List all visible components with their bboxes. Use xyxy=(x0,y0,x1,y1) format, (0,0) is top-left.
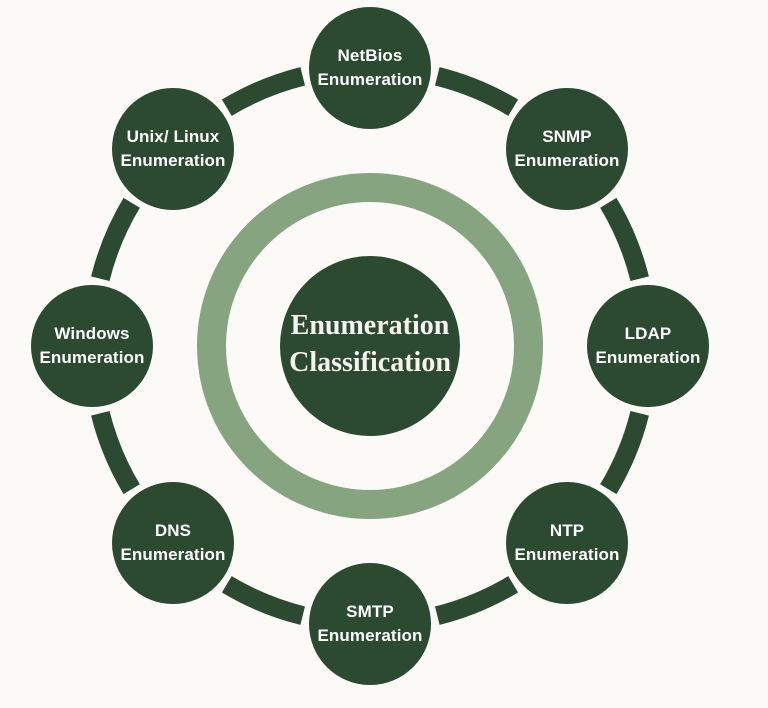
node-label: NTP Enumeration xyxy=(514,520,620,564)
node-ntp: NTP Enumeration xyxy=(506,482,628,604)
ring-dash-segment xyxy=(221,67,306,116)
ring-dash-segment xyxy=(434,67,519,116)
ring-dash-segment xyxy=(600,197,649,282)
ring-dash-segment xyxy=(91,197,140,282)
ring-dash-segment xyxy=(221,576,306,625)
node-label: NetBios Enumeration xyxy=(317,45,423,89)
node-label: SMTP Enumeration xyxy=(317,601,423,645)
inner-ring xyxy=(197,173,543,519)
center-circle xyxy=(280,256,460,436)
node-label: DNS Enumeration xyxy=(120,520,226,564)
node-netbios: NetBios Enumeration xyxy=(309,7,431,129)
ring-dash-segment xyxy=(434,576,519,625)
node-label: Windows Enumeration xyxy=(39,323,145,367)
node-label: LDAP Enumeration xyxy=(595,323,701,367)
node-windows: Windows Enumeration xyxy=(31,285,153,407)
ring-dash-segment xyxy=(91,410,140,495)
center-title: Enumeration Classification xyxy=(289,310,451,379)
node-snmp: SNMP Enumeration xyxy=(506,88,628,210)
node-unix_linux: Unix/ Linux Enumeration xyxy=(112,88,234,210)
node-smtp: SMTP Enumeration xyxy=(309,563,431,685)
node-ldap: LDAP Enumeration xyxy=(587,285,709,407)
node-label: SNMP Enumeration xyxy=(514,126,620,170)
ring-dash-segment xyxy=(600,410,649,495)
node-label: Unix/ Linux Enumeration xyxy=(120,126,226,170)
outer-dashed-ring xyxy=(91,67,649,625)
node-dns: DNS Enumeration xyxy=(112,482,234,604)
